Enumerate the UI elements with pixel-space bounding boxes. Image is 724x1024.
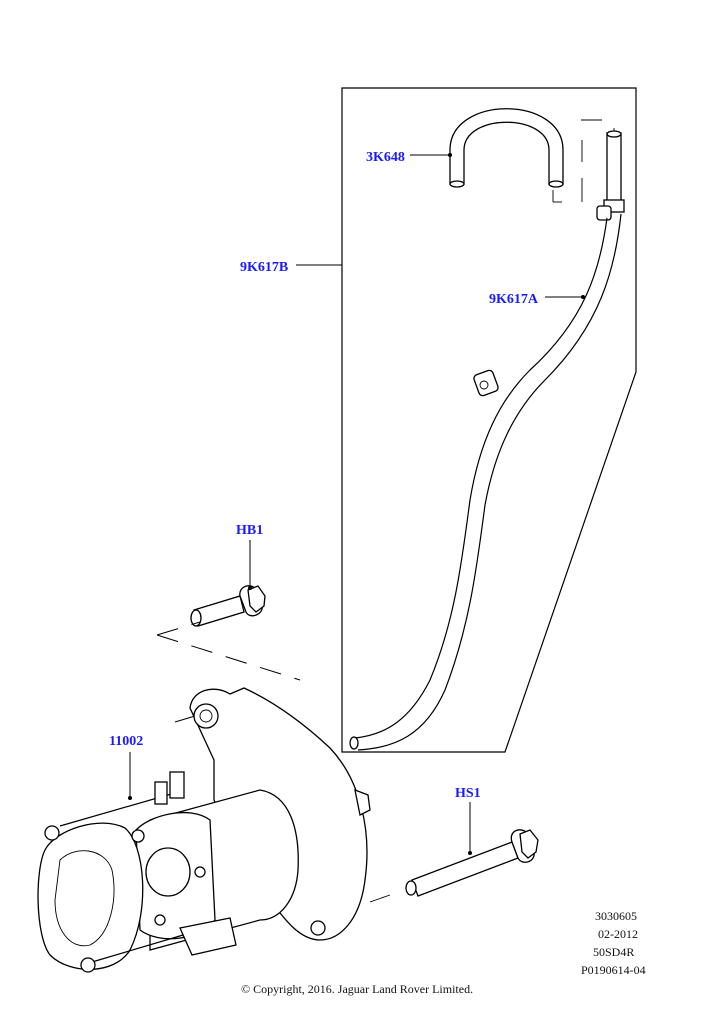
- group-boundary-9k617b: [341, 87, 637, 753]
- leader-11002: [128, 752, 132, 800]
- callout-9k617b[interactable]: 9K617B: [240, 260, 289, 275]
- hose-u-bend-3k648[interactable]: [449, 108, 564, 188]
- callout-11002[interactable]: 11002: [109, 734, 144, 749]
- info-line-model-code: 50SD4R: [593, 945, 635, 959]
- leader-hb1: [248, 540, 252, 590]
- alignment-dashes: [156, 621, 301, 723]
- callout-hb1[interactable]: HB1: [236, 523, 264, 538]
- callout-hs1[interactable]: HS1: [455, 786, 481, 801]
- leader-hs1: [468, 802, 472, 855]
- info-line-illustration-number: 3030605: [595, 909, 637, 923]
- flange-bolt-hb1[interactable]: [190, 585, 266, 627]
- callout-3k648[interactable]: 3K648: [366, 150, 405, 165]
- leader-3k648: [410, 153, 452, 157]
- vent-tube-9k617a[interactable]: [349, 130, 625, 751]
- long-bolt-hs1[interactable]: [369, 829, 539, 903]
- copyright-notice: © Copyright, 2016. Jaguar Land Rover Lim…: [241, 982, 474, 996]
- starter-motor-11002[interactable]: [37, 687, 371, 973]
- info-line-date: 02-2012: [598, 927, 638, 941]
- info-line-part-ref: P0190614-04: [581, 963, 646, 977]
- leader-9k617a: [545, 295, 585, 299]
- callout-9k617a[interactable]: 9K617A: [489, 292, 538, 307]
